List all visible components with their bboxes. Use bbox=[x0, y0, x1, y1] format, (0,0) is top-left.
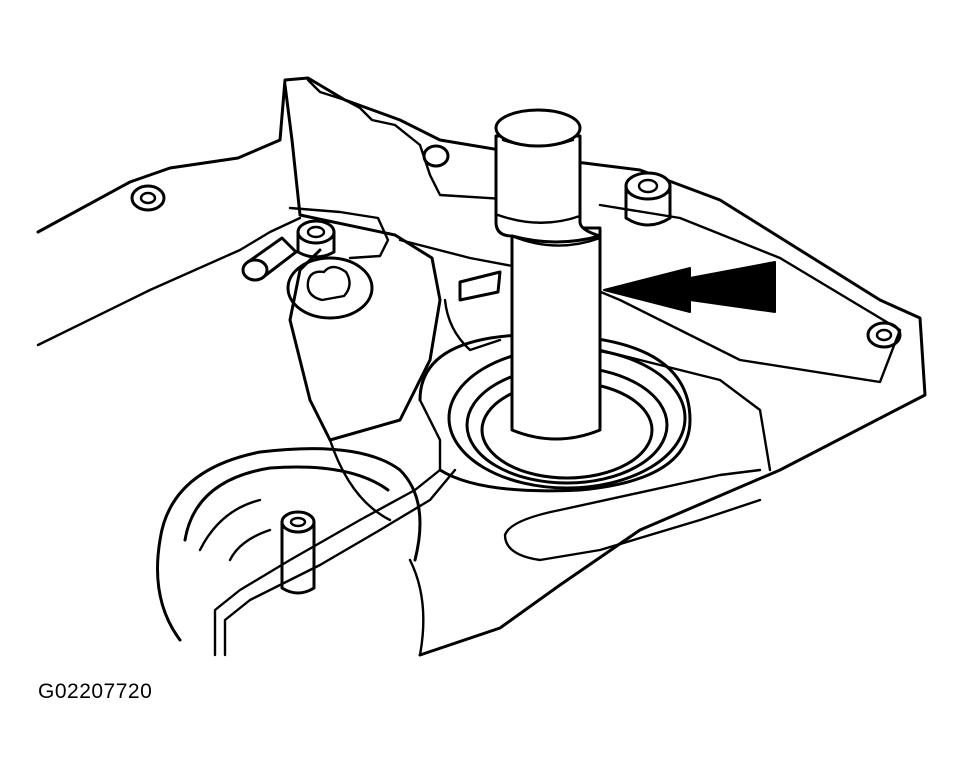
bolt-hole-right bbox=[866, 321, 902, 349]
bracket-tower bbox=[283, 83, 442, 442]
figure-id: G02207720 bbox=[38, 680, 153, 703]
bracket-lug bbox=[288, 206, 390, 260]
output-shaft[interactable] bbox=[494, 108, 602, 441]
lower-housing-contour bbox=[503, 468, 762, 562]
cavity-post bbox=[280, 510, 316, 595]
gasket-channel bbox=[213, 398, 457, 657]
bolt-hole-left bbox=[130, 184, 166, 212]
dowel-pin bbox=[241, 236, 298, 282]
bracket-top-edge bbox=[306, 78, 522, 202]
bolt-boss-top bbox=[624, 171, 672, 227]
bushing-small bbox=[296, 219, 336, 259]
case-flange-outline bbox=[36, 76, 927, 657]
lower-housing-curve bbox=[328, 438, 425, 657]
front-cavity bbox=[156, 447, 422, 642]
keyhole-bore bbox=[286, 256, 374, 320]
lever-tab bbox=[443, 270, 502, 352]
indicator-arrow bbox=[603, 261, 776, 313]
bolt-hole-upper bbox=[422, 144, 450, 168]
